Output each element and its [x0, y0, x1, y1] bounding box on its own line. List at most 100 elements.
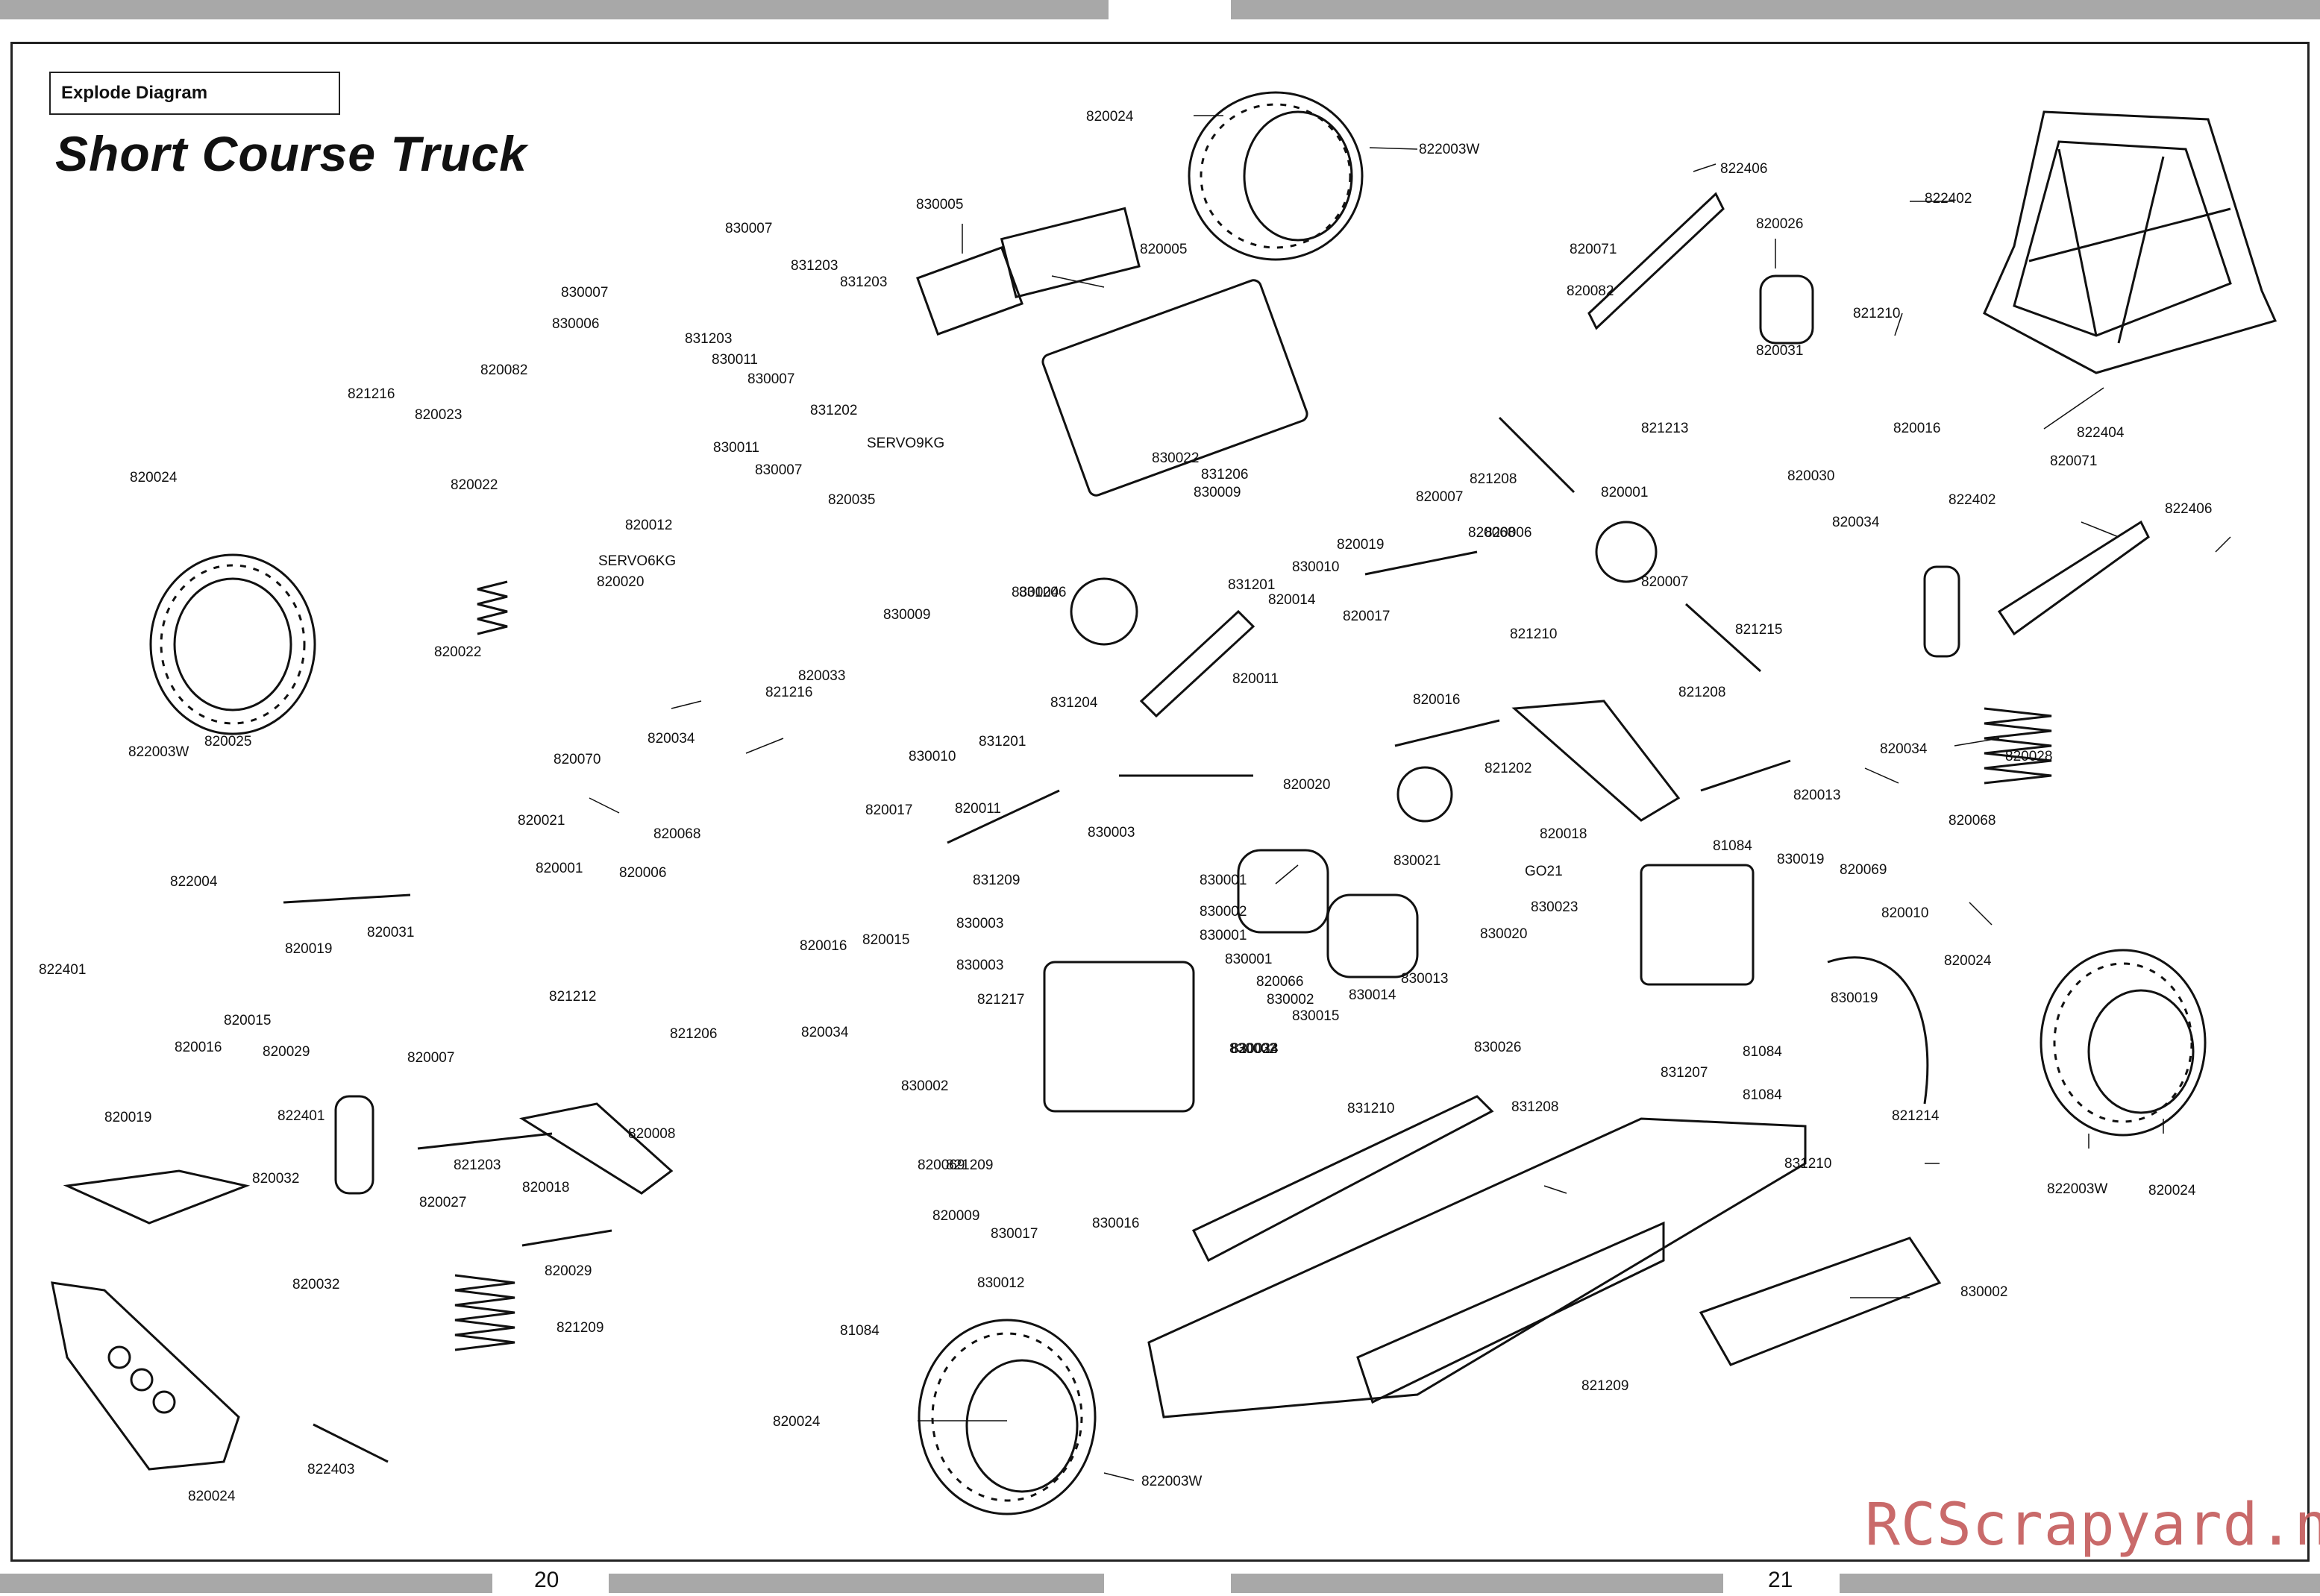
- callout-label: 830001: [1200, 928, 1247, 943]
- callout-label: 830014: [1349, 987, 1396, 1003]
- callout-label: GO21: [1525, 864, 1563, 879]
- radio-box: [1041, 279, 1308, 497]
- rods: [283, 416, 1791, 1463]
- callout-label: 822003W: [2047, 1181, 2107, 1197]
- footer-bar-1: [0, 1574, 492, 1593]
- callout-label: 820033: [798, 668, 845, 684]
- callout-label: 831210: [1347, 1101, 1394, 1116]
- callout-label: 820029: [545, 1263, 592, 1279]
- callout-label: 820017: [865, 802, 912, 818]
- callout-label: 820032: [292, 1277, 339, 1292]
- tire-top-center: [1188, 91, 1364, 261]
- callout-label: 820035: [828, 492, 875, 508]
- callout-label: 81084: [1743, 1087, 1782, 1103]
- callout-label: 830023: [1231, 1041, 1278, 1057]
- callout-label: 820025: [204, 734, 251, 750]
- callout-label: 821214: [1892, 1108, 1940, 1124]
- callout-label: 820020: [597, 574, 644, 590]
- callout-label: 821208: [1678, 685, 1725, 700]
- watermark: RCScrapyard.net: [1865, 1492, 2320, 1559]
- callout-label: 821202: [1485, 761, 1531, 776]
- callout-label: 822401: [278, 1108, 325, 1124]
- callout-label: 821212: [549, 989, 596, 1005]
- callout-label: 822406: [2165, 501, 2212, 517]
- callout-label: 820024: [188, 1489, 236, 1504]
- callout-label: 820034: [801, 1025, 849, 1040]
- rear-a-arm: [1511, 700, 1681, 822]
- callout-label: 830001: [1200, 873, 1247, 888]
- callout-label: 831203: [840, 274, 887, 290]
- callout-label: 820029: [263, 1044, 310, 1060]
- callout-label: 820069: [918, 1157, 965, 1173]
- callout-label: 820034: [1231, 1041, 1279, 1057]
- engine-block: [1640, 864, 1755, 986]
- callout-label: 820031: [367, 925, 414, 940]
- fuel-tank: [1043, 961, 1195, 1113]
- callout-label: 822003W: [1419, 142, 1479, 157]
- callout-label: 830007: [561, 285, 608, 301]
- callout-label: 830015: [1292, 1008, 1339, 1024]
- callout-label: 820034: [1832, 515, 1880, 530]
- callout-label: 830019: [1777, 852, 1824, 867]
- callout-label: 831203: [791, 258, 838, 274]
- callout-label: 830003: [956, 958, 1003, 973]
- footer-bar-3: [1231, 1574, 1723, 1593]
- callout-label: 81084: [1713, 838, 1752, 854]
- callout-label: 830019: [1831, 990, 1878, 1006]
- callout-label: 830007: [725, 221, 772, 236]
- callout-label: 820068: [1949, 813, 1995, 829]
- callout-label: 830010: [909, 749, 956, 764]
- air-filter-2: [1326, 893, 1419, 978]
- callout-label: 820066: [1256, 974, 1303, 990]
- callout-label: 820071: [1570, 242, 1617, 257]
- callout-label: 820024: [1086, 109, 1134, 125]
- page-frame: [10, 42, 2310, 1562]
- callout-label: 820024: [1944, 953, 1992, 969]
- callout-label: 821209: [557, 1320, 603, 1336]
- callout-label: 830023: [1531, 899, 1578, 915]
- callout-label: 820032: [252, 1171, 299, 1187]
- callout-label: 822402: [1925, 191, 1972, 207]
- callout-label: 821217: [977, 992, 1024, 1008]
- callout-label: 830009: [883, 607, 930, 623]
- callout-label: 820005: [1140, 242, 1187, 257]
- callout-label: 820017: [1343, 609, 1390, 624]
- callout-label: 830007: [747, 371, 794, 387]
- callout-label: 821216: [348, 386, 395, 402]
- callout-label: 831206: [1201, 467, 1248, 483]
- callout-label: 822003W: [128, 744, 189, 760]
- callout-label: 820023: [415, 407, 462, 423]
- roll-cage: [1983, 110, 2277, 374]
- callout-label: 820006: [619, 865, 666, 881]
- upper-arm-top: [1587, 192, 1725, 330]
- callout-label: 821209: [1581, 1378, 1628, 1394]
- callout-label: 820024: [2148, 1183, 2196, 1198]
- callout-label: 820031: [1756, 343, 1803, 359]
- callout-label: 820022: [451, 477, 498, 493]
- callout-label: 830003: [1088, 825, 1135, 841]
- callout-label: 830011: [713, 440, 759, 456]
- shock-top: [1759, 274, 1814, 345]
- callout-label: 830009: [1194, 485, 1241, 500]
- callout-label: 820028: [2005, 749, 2052, 764]
- upper-arm-left: [63, 1169, 251, 1225]
- callout-label: 820007: [1641, 574, 1688, 590]
- callout-label: 820024: [130, 470, 178, 486]
- callout-label: 820008: [628, 1126, 675, 1142]
- header-bar-left: [0, 0, 1109, 19]
- callout-label: 830004: [1012, 585, 1059, 600]
- callout-label: 821215: [1735, 622, 1782, 638]
- callout-label: 830002: [1267, 992, 1314, 1008]
- callout-label: 830021: [1393, 853, 1440, 869]
- callout-label: 831207: [1661, 1065, 1708, 1081]
- callout-label: 830026: [1474, 1040, 1521, 1055]
- callout-label: 820009: [932, 1208, 979, 1224]
- spur-gear-right: [1595, 521, 1658, 583]
- spring-front: [454, 1274, 515, 1351]
- callout-label: 820015: [224, 1013, 271, 1028]
- callout-label: 820019: [1337, 537, 1384, 553]
- header-bar-right: [1231, 0, 2320, 19]
- callout-label: 830006: [552, 316, 599, 332]
- callout-label: 822402: [1949, 492, 1995, 508]
- shock-front: [334, 1095, 374, 1195]
